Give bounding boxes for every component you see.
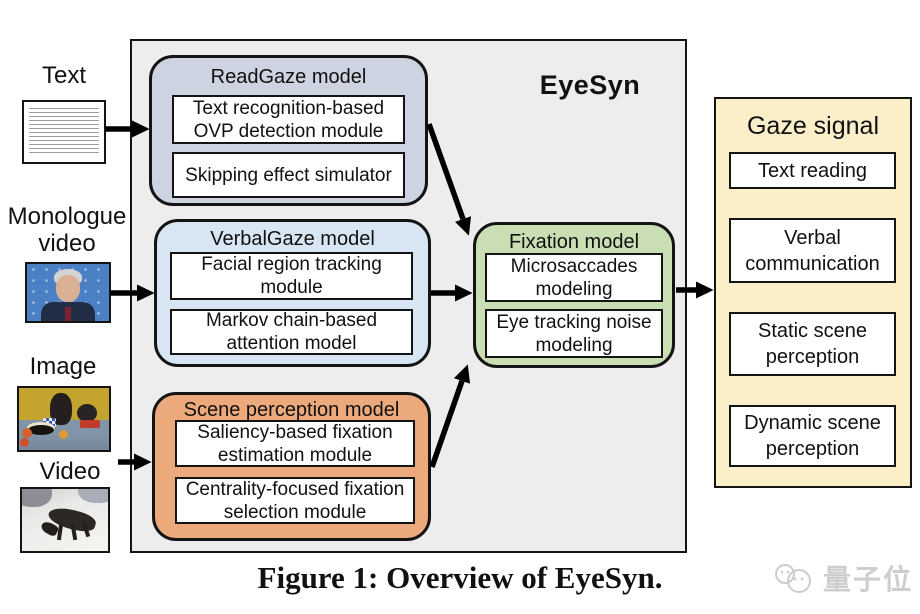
wolf-leg [57, 523, 64, 540]
module-centrality-fixation: Centrality-focused fixation selection mo… [175, 477, 415, 524]
model-fixation-title: Fixation model [508, 231, 640, 253]
painting-fruit [58, 430, 68, 440]
wolf-scene-rock [22, 489, 52, 507]
still-life-painting-thumbnail [17, 386, 111, 452]
gaze-output-text-reading: Text reading [729, 152, 896, 189]
module-saliency-fixation: Saliency-based fixation estimation modul… [175, 420, 415, 467]
qbitai-watermark: 量子位 [772, 558, 913, 598]
figure-caption: Figure 1: Overview of EyeSyn. [257, 560, 663, 595]
qbitai-logo-icon [775, 564, 811, 593]
module-tracking-noise: Eye tracking noise modeling [485, 309, 663, 358]
painting-fruit [21, 427, 32, 438]
gaze-signal-panel: Gaze signal Text reading Verbal communic… [714, 97, 912, 488]
wolf-scene-rock [78, 489, 108, 503]
model-readgaze: ReadGaze model Text recognition-based OV… [149, 55, 428, 206]
gaze-output-verbal-communication: Verbal communication [729, 218, 896, 283]
painting-pot [76, 404, 97, 423]
gaze-output-dynamic-scene: Dynamic scene perception [729, 405, 896, 467]
model-verbalgaze-title: VerbalGaze model [210, 228, 375, 250]
gaze-output-static-scene: Static scene perception [729, 312, 896, 376]
text-document-thumbnail [22, 100, 106, 164]
module-ovp-detection: Text recognition-based OVP detection mod… [172, 95, 405, 144]
module-facial-tracking: Facial region tracking module [170, 252, 413, 300]
speaker-video-thumbnail [25, 262, 111, 323]
gaze-signal-title: Gaze signal [746, 112, 880, 140]
speaker-face [56, 275, 80, 302]
wolf-video-thumbnail [20, 487, 110, 553]
painting-fruit [19, 437, 29, 447]
input-label-monologue-video: Monologue video [7, 203, 127, 257]
painting-cup [43, 417, 57, 429]
module-microsaccades: Microsaccades modeling [485, 253, 663, 302]
model-verbalgaze: VerbalGaze model Facial region tracking … [154, 219, 431, 367]
input-label-image: Image [29, 353, 97, 380]
module-skipping-effect: Skipping effect simulator [172, 152, 405, 198]
module-markov-attention: Markov chain-based attention model [170, 309, 413, 355]
input-label-video: Video [39, 458, 101, 485]
painting-bowl [28, 425, 54, 436]
model-readgaze-title: ReadGaze model [210, 66, 367, 88]
system-title: EyeSyn [539, 70, 641, 100]
model-scene-perception: Scene perception model Saliency-based fi… [152, 392, 431, 541]
model-scene-title: Scene perception model [183, 399, 400, 421]
input-label-text: Text [41, 62, 86, 89]
model-fixation: Fixation model Microsaccades modeling Ey… [473, 222, 675, 368]
speaker-tie [65, 307, 71, 321]
painting-kettle [49, 392, 72, 425]
painting-cloth [80, 420, 101, 429]
text-lines-pattern [29, 108, 99, 156]
watermark-text: 量子位 [823, 564, 914, 595]
